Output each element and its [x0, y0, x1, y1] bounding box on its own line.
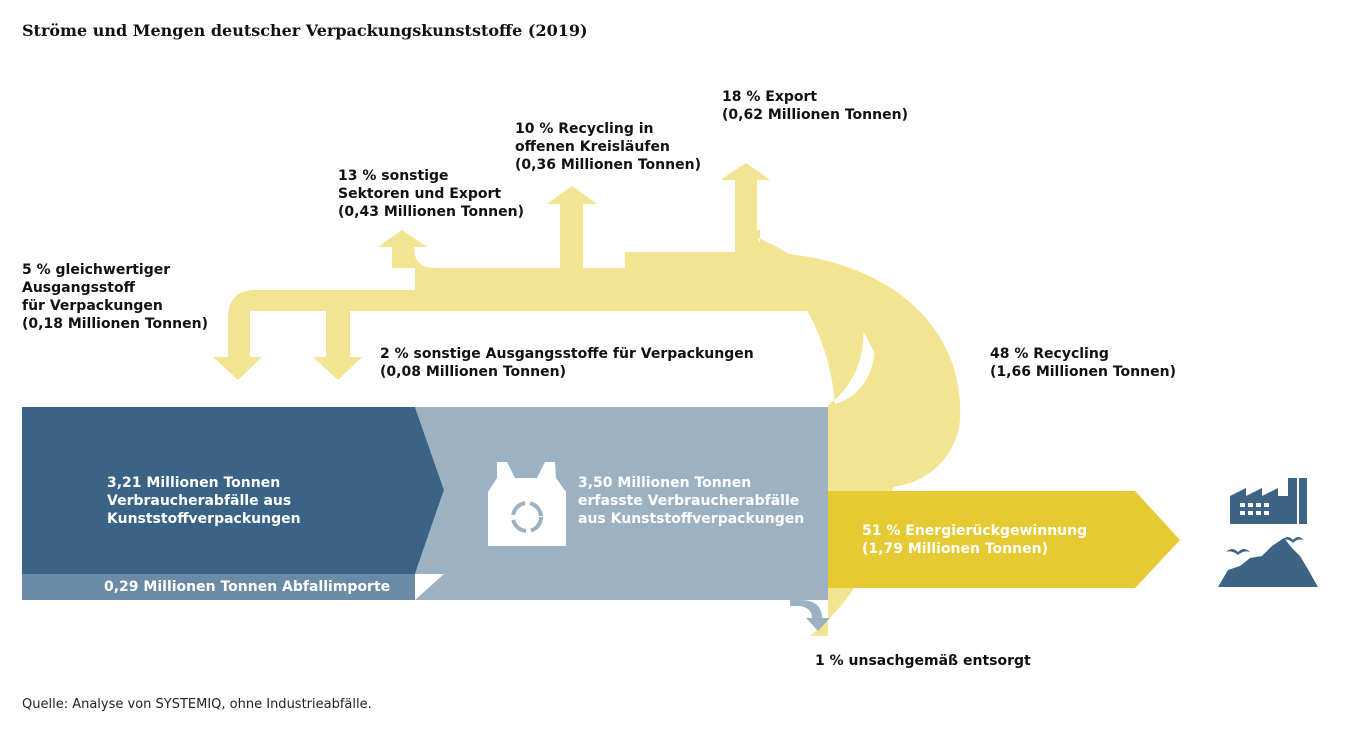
- label-export: 18 % Export (0,62 Millionen Tonnen): [722, 88, 908, 124]
- label-recycling: 48 % Recycling (1,66 Millionen Tonnen): [990, 345, 1176, 381]
- up-arrow-other-sectors: [378, 230, 434, 268]
- label-line: 18 % Export: [722, 89, 818, 105]
- waste-input-block: [22, 407, 444, 574]
- landfill-birds-icon: [1218, 537, 1318, 587]
- label-line: (0,08 Millionen Tonnen): [380, 364, 566, 380]
- label-line: 10 % Recycling in: [515, 121, 654, 137]
- label-line: (0,43 Millionen Tonnen): [338, 204, 524, 220]
- label-line: (1,79 Millionen Tonnen): [862, 541, 1048, 557]
- label-line: 51 % Energierückgewinnung: [862, 523, 1088, 539]
- label-line: 5 % gleichwertiger: [22, 262, 171, 278]
- label-waste-input: 3,21 Millionen Tonnen Verbraucherabfälle…: [107, 474, 301, 528]
- label-improper: 1 % unsachgemäß entsorgt: [815, 652, 1031, 670]
- label-line: Kunststoffverpackungen: [107, 511, 301, 527]
- label-line: erfasste Verbraucherabfälle: [578, 493, 800, 509]
- label-line: Verbraucherabfälle aus: [107, 493, 292, 509]
- label-line: (1,66 Millionen Tonnen): [990, 364, 1176, 380]
- source-note: Quelle: Analyse von SYSTEMIQ, ohne Indus…: [22, 697, 372, 712]
- label-line: für Verpackungen: [22, 298, 163, 314]
- label-equivalent: 5 % gleichwertiger Ausgangsstoff für Ver…: [22, 261, 208, 333]
- label-line: Ausgangsstoff: [22, 280, 135, 296]
- label-line: 1 % unsachgemäß entsorgt: [815, 653, 1031, 669]
- loop-shape: [228, 252, 961, 489]
- label-imports: 0,29 Millionen Tonnen Abfallimporte: [104, 578, 390, 596]
- label-line: 0,29 Millionen Tonnen Abfallimporte: [104, 579, 391, 595]
- label-line: Sektoren und Export: [338, 186, 502, 202]
- down-arrow-equivalent: [213, 311, 262, 380]
- factory-icon: [1230, 478, 1307, 524]
- down-arrow-other-raw: [313, 311, 362, 380]
- label-line: offenen Kreisläufen: [515, 139, 670, 155]
- improper-disposal-arrow: [790, 600, 830, 631]
- energy-arrow: [828, 491, 1180, 588]
- up-arrow-open-loop: [547, 186, 597, 268]
- label-line: (0,36 Millionen Tonnen): [515, 157, 701, 173]
- label-line: 3,50 Millionen Tonnen: [578, 475, 752, 491]
- label-open-loop: 10 % Recycling in offenen Kreisläufen (0…: [515, 120, 701, 174]
- label-other-sectors: 13 % sonstige Sektoren und Export (0,43 …: [338, 167, 524, 221]
- imports-band: [22, 574, 415, 600]
- label-line: 48 % Recycling: [990, 346, 1109, 362]
- label-line: 3,21 Millionen Tonnen: [107, 475, 281, 491]
- label-line: aus Kunststoffverpackungen: [578, 511, 805, 527]
- label-line: 2 % sonstige Ausgangsstoffe für Verpacku…: [380, 346, 754, 362]
- plastic-bag-recycle-icon: [488, 462, 566, 546]
- label-line: (0,18 Millionen Tonnen): [22, 316, 208, 332]
- export-arrow: [720, 163, 777, 253]
- diagram-title: Ströme und Mengen deutscher Verpackungsk…: [22, 21, 588, 40]
- label-other-raw: 2 % sonstige Ausgangsstoffe für Verpacku…: [380, 345, 754, 381]
- label-energy: 51 % Energierückgewinnung (1,79 Millione…: [862, 522, 1087, 558]
- label-line: (0,62 Millionen Tonnen): [722, 107, 908, 123]
- collected-block: [415, 407, 828, 600]
- label-line: 13 % sonstige: [338, 168, 449, 184]
- label-collected: 3,50 Millionen Tonnen erfasste Verbrauch…: [578, 474, 804, 528]
